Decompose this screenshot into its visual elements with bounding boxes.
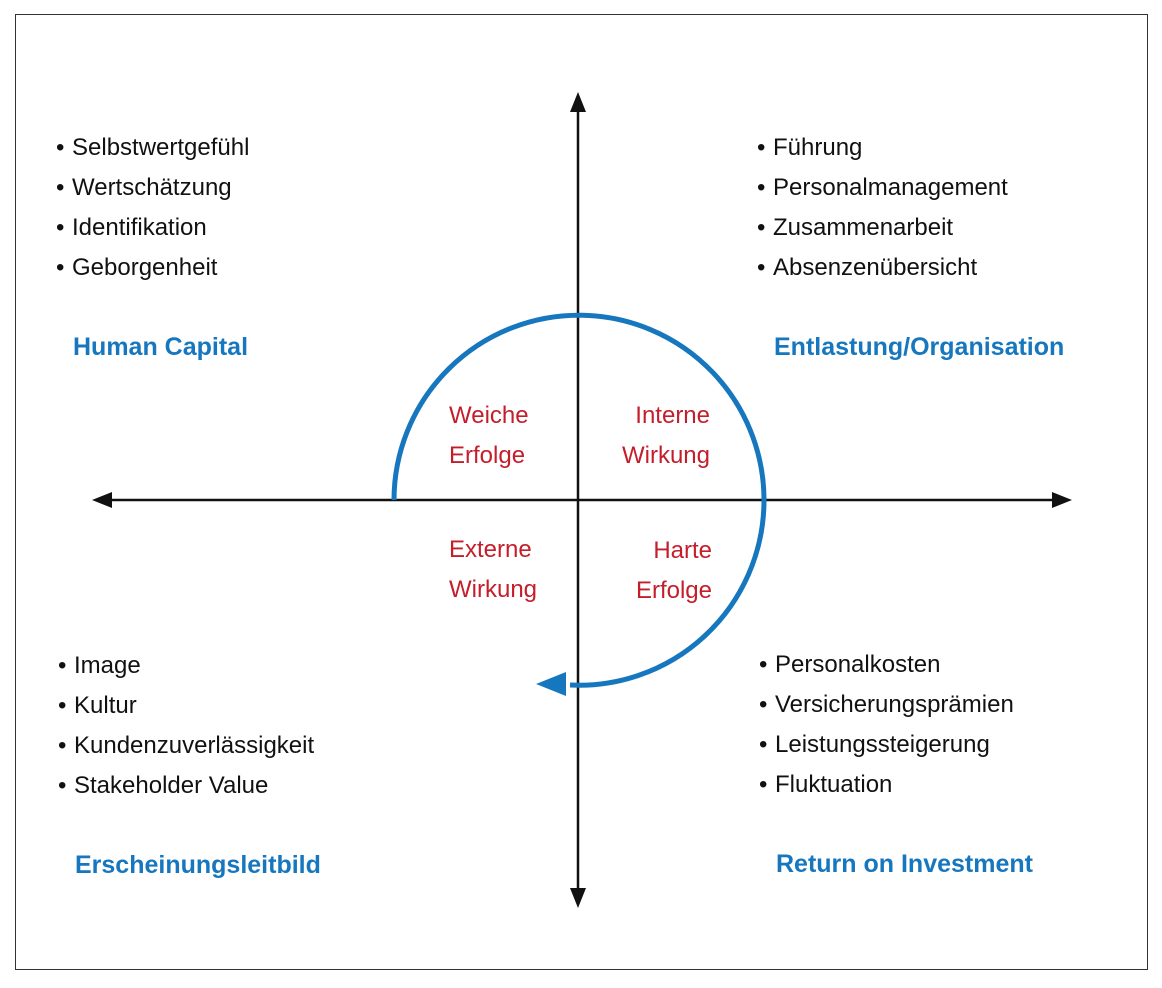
label-interne-wirkung-line-1: Interne bbox=[635, 402, 710, 429]
title-erscheinungsleitbild: Erscheinungsleitbild bbox=[75, 851, 321, 879]
list-item: Zusammenarbeit bbox=[757, 208, 1008, 248]
axis-arrow-up-icon bbox=[570, 92, 586, 112]
label-externe-wirkung-line-1: Externe bbox=[449, 536, 532, 563]
label-weiche-erfolge-line-1: Weiche bbox=[449, 402, 529, 429]
list-item: Stakeholder Value bbox=[58, 766, 314, 806]
label-interne-wirkung-line-2: Wirkung bbox=[621, 442, 710, 469]
label-externe-wirkung: Externe Wirkung bbox=[449, 530, 537, 610]
title-human-capital: Human Capital bbox=[73, 333, 249, 361]
list-item: Kundenzuverlässigkeit bbox=[58, 726, 314, 766]
vertical-axis bbox=[570, 92, 586, 908]
list-item: Selbstwertgefühl bbox=[56, 128, 249, 168]
diagram-frame bbox=[15, 14, 1148, 970]
list-item: Leistungssteigerung bbox=[759, 725, 1014, 765]
list-item: Personalkosten bbox=[759, 645, 1014, 685]
cycle-arc bbox=[391, 312, 767, 688]
list-bottom-left: ImageKulturKundenzuverlässigkeitStakehol… bbox=[58, 646, 314, 806]
title-entlastung-organisation: Entlastung/Organisation bbox=[774, 333, 1065, 361]
label-externe-wirkung-line-2: Wirkung bbox=[449, 576, 538, 603]
cycle-arrowhead-icon bbox=[536, 672, 566, 696]
list-item: Identifikation bbox=[56, 208, 249, 248]
list-top-left: SelbstwertgefühlWertschätzungIdentifikat… bbox=[56, 128, 249, 288]
axis-arrow-left-icon bbox=[92, 492, 112, 508]
list-item: Versicherungsprämien bbox=[759, 685, 1014, 725]
list-item: Image bbox=[58, 646, 314, 686]
list-item: Absenzenübersicht bbox=[757, 248, 1008, 288]
cycle-arrow bbox=[391, 312, 767, 696]
list-top-right: FührungPersonalmanagementZusammenarbeitA… bbox=[757, 128, 1008, 288]
list-item: Personalmanagement bbox=[757, 168, 1008, 208]
axis-arrow-right-icon bbox=[1052, 492, 1072, 508]
axis-arrow-down-icon bbox=[570, 888, 586, 908]
list-item: Führung bbox=[757, 128, 1008, 168]
label-weiche-erfolge-line-2: Erfolge bbox=[449, 442, 526, 469]
title-return-on-investment: Return on Investment bbox=[776, 850, 1033, 878]
list-item: Fluktuation bbox=[759, 765, 1014, 805]
list-bottom-right: PersonalkostenVersicherungsprämienLeistu… bbox=[759, 645, 1014, 805]
list-item: Kultur bbox=[58, 686, 314, 726]
label-weiche-erfolge: Weiche Erfolge bbox=[449, 396, 529, 476]
horizontal-axis bbox=[92, 492, 1072, 508]
label-harte-erfolge: Harte Erfolge bbox=[612, 531, 712, 611]
label-interne-wirkung: Interne Wirkung bbox=[608, 396, 710, 476]
list-item: Geborgenheit bbox=[56, 248, 249, 288]
list-item: Wertschätzung bbox=[56, 168, 249, 208]
label-harte-erfolge-line-1: Harte bbox=[653, 537, 712, 564]
label-harte-erfolge-line-2: Erfolge bbox=[635, 577, 712, 604]
